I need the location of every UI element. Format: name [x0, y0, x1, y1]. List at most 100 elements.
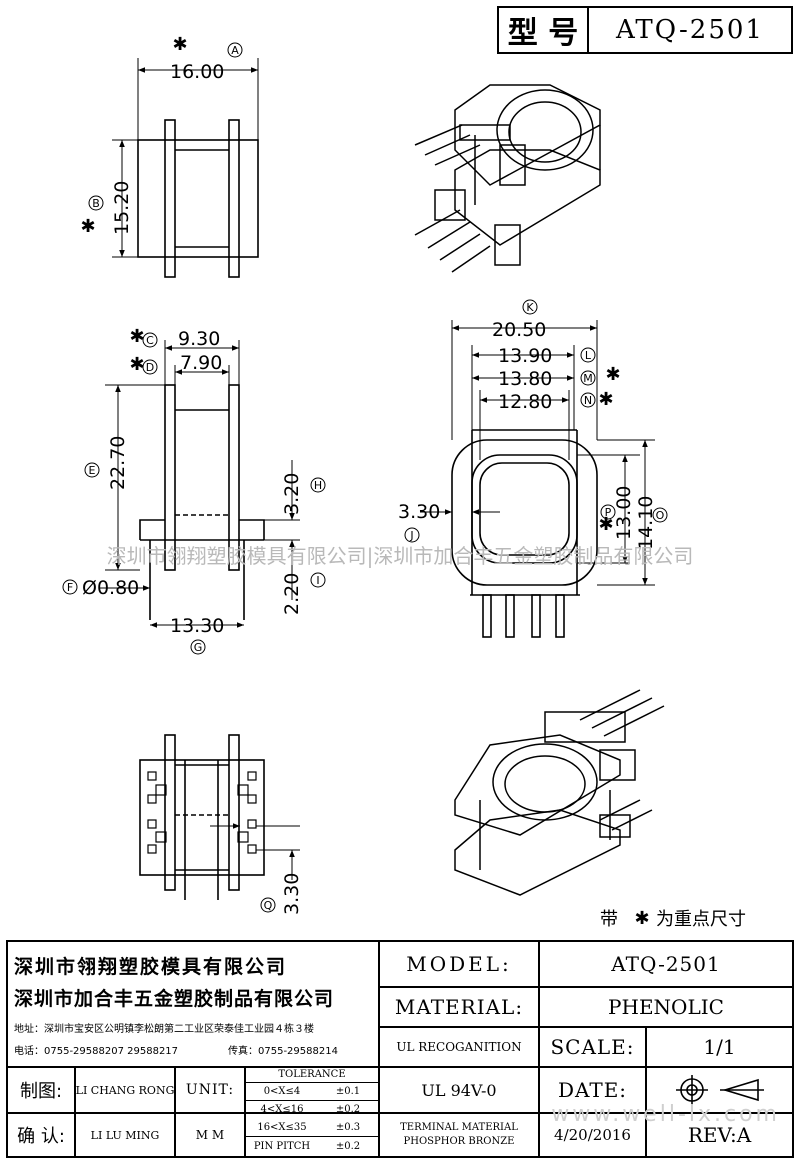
svg-text:Q: Q: [264, 899, 273, 912]
ul-label: UL RECOGANITION: [396, 1040, 522, 1054]
star-m: ✱: [605, 364, 620, 385]
star-note: ✱: [634, 908, 649, 929]
note-prefix: 带: [600, 909, 618, 930]
dim-b: 15.20: [111, 181, 133, 235]
company-address: 地址：深圳市宝安区公明镇李松朗第二工业区荣泰佳工业园４栋３楼: [14, 1024, 314, 1035]
check-label: 确 认:: [17, 1126, 65, 1147]
tolerance-range-0: 0<X≤4: [263, 1086, 301, 1097]
dim-i: 2.20: [281, 573, 303, 615]
svg-text:A: A: [231, 44, 239, 57]
technical-drawing: 16.00 15.20 9.30 7.90 22.70 3.20 2.20 Ø0…: [62, 34, 746, 930]
marker-c: C: [142, 332, 158, 348]
tolerance-value-1: ±0.2: [335, 1104, 361, 1115]
header-model-label: 型 号: [499, 8, 589, 52]
dim-g: 13.30: [170, 615, 224, 637]
svg-text:M: M: [583, 372, 593, 385]
company-name-2: 深圳市加合丰五金塑胶制品有限公司: [14, 988, 335, 1010]
dim-h: 3.20: [281, 473, 303, 515]
tolerance-range-1: 4<X≤16: [260, 1104, 304, 1115]
date-label: DATE:: [557, 1078, 628, 1102]
svg-text:I: I: [316, 574, 319, 587]
unit-value: M M: [195, 1128, 225, 1142]
bottom-view: [139, 734, 300, 900]
dim-l: 13.90: [498, 345, 552, 367]
projection-symbol: [647, 1068, 792, 1112]
star-d: ✱: [129, 354, 144, 375]
marker-i: I: [310, 572, 326, 588]
svg-text:K: K: [526, 301, 534, 314]
marker-d: D: [142, 359, 158, 375]
star-n: ✱: [598, 389, 613, 410]
tolerance-value-3: ±0.2: [335, 1141, 361, 1152]
dim-f: Ø0.80: [82, 577, 139, 599]
terminal-line-2: PHOSPHOR BRONZE: [403, 1136, 515, 1147]
dim-q: 3.30: [281, 873, 303, 915]
svg-text:J: J: [409, 529, 413, 542]
header-model-value: ATQ-2501: [616, 15, 764, 45]
star-a: ✱: [172, 34, 187, 55]
star-p: ✱: [598, 514, 613, 535]
unit-label: UNIT:: [185, 1082, 235, 1098]
title-block: 深圳市翎翔塑胶模具有限公司 深圳市加合丰五金塑胶制品有限公司 地址：深圳市宝安区…: [6, 940, 794, 1158]
dim-n: 12.80: [498, 391, 552, 413]
drawn-value: LI CHANG RONG: [75, 1083, 175, 1097]
company-phone: 电话：0755-29588207 29588217: [14, 1046, 179, 1057]
marker-q: Q: [260, 897, 276, 913]
check-value: LI LU MING: [90, 1128, 160, 1142]
dim-a: 16.00: [170, 61, 224, 83]
marker-o: O: [652, 507, 668, 523]
dim-c: 9.30: [178, 328, 220, 350]
svg-text:N: N: [584, 394, 592, 407]
star-c: ✱: [129, 326, 144, 347]
model-value: ATQ-2501: [611, 952, 721, 976]
terminal-material: TERMINAL MATERIAL PHOSPHOR BRONZE: [380, 1114, 538, 1156]
marker-k: K: [522, 299, 538, 315]
marker-p: P: [600, 504, 616, 520]
svg-text:B: B: [92, 197, 100, 210]
tolerance-title: TOLERANCE: [278, 1068, 346, 1080]
star-b: ✱: [80, 216, 95, 237]
marker-j: J: [404, 527, 420, 543]
dim-o: 14.10: [635, 496, 657, 550]
svg-text:F: F: [67, 581, 73, 594]
dim-e: 22.70: [107, 436, 129, 490]
marker-h: H: [310, 477, 326, 493]
side-view: [100, 340, 300, 628]
marker-a: A: [227, 42, 243, 58]
scale-value: 1/1: [703, 1035, 736, 1059]
svg-text:P: P: [605, 506, 612, 519]
dim-m: 13.80: [498, 368, 552, 390]
watermark: 深圳市翎翔塑胶模具有限公司|深圳市加合丰五金塑胶制品有限公司: [106, 544, 694, 568]
marker-l: L: [580, 347, 596, 363]
dim-k: 20.50: [492, 319, 546, 341]
svg-text:D: D: [146, 361, 154, 374]
material-label: MATERIAL:: [394, 995, 524, 1019]
marker-e: E: [84, 462, 100, 478]
rev-box: REV: A: [647, 1114, 792, 1156]
dim-p: 13.00: [613, 486, 635, 540]
svg-text:C: C: [146, 334, 154, 347]
scale-label: SCALE:: [550, 1035, 635, 1059]
material-value: PHENOLIC: [608, 995, 724, 1019]
first-angle-projection-icon: [675, 1075, 764, 1105]
front-view: [420, 320, 655, 638]
watermark-url: www.well-lx.com: [551, 1102, 780, 1127]
svg-text:H: H: [314, 479, 322, 492]
marker-g: G: [190, 639, 206, 655]
terminal-line-1: TERMINAL MATERIAL: [400, 1122, 518, 1133]
top-view: [112, 58, 259, 278]
model-label: MODEL:: [406, 952, 512, 976]
marker-m: M: [580, 370, 596, 386]
svg-text:O: O: [656, 509, 665, 522]
svg-text:G: G: [194, 641, 203, 654]
date-value: 4/20/2016: [554, 1126, 631, 1144]
tolerance-value-2: ±0.3: [335, 1121, 361, 1133]
rev-value: A: [736, 1123, 752, 1147]
dim-d: 7.90: [180, 352, 222, 374]
company-name-1: 深圳市翎翔塑胶模具有限公司: [14, 956, 288, 978]
drawn-label: 制图:: [19, 1081, 63, 1102]
marker-b: B: [88, 195, 104, 211]
marker-n: N: [580, 392, 596, 408]
company-fax: 传真：0755-29588214: [228, 1046, 338, 1057]
iso-view-bottom: [454, 689, 665, 896]
